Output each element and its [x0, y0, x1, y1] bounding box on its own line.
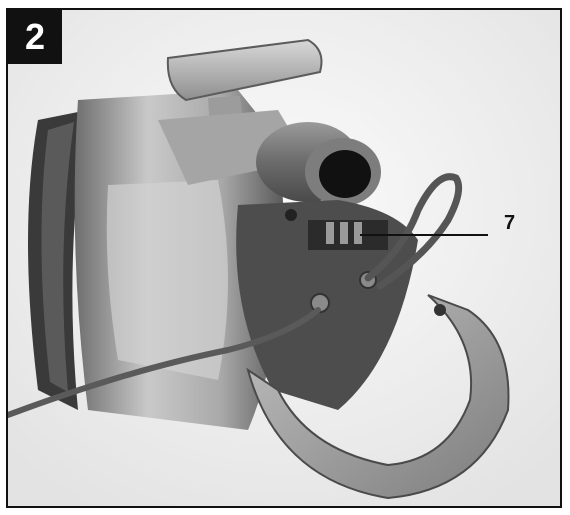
pump-photo	[8, 10, 560, 506]
screw	[285, 209, 297, 221]
housing-rim-highlight	[41, 122, 74, 392]
ring-screw	[434, 304, 446, 316]
outlet-opening	[319, 150, 371, 198]
switch-contact	[354, 222, 362, 244]
power-cable	[8, 307, 321, 418]
base-ring	[246, 294, 510, 500]
switch-contact	[326, 222, 334, 244]
switch-contact	[340, 222, 348, 244]
figure-number-badge: 2	[8, 10, 62, 64]
figure-frame: 2	[6, 8, 562, 508]
callout-label-7: 7	[504, 212, 516, 234]
body-highlight	[106, 180, 228, 380]
handle-cap	[166, 38, 323, 102]
float-switch-wire	[364, 173, 463, 290]
